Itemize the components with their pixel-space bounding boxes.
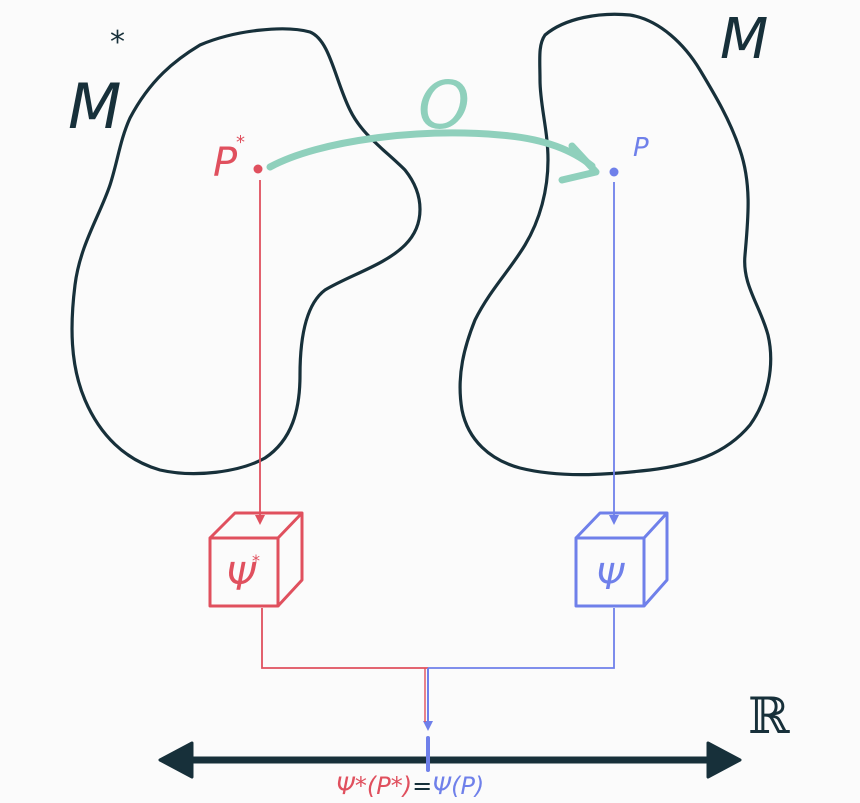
axis-label: ℝ xyxy=(748,687,790,745)
manifold-right-outline xyxy=(458,12,773,477)
box-left-label: Ψ xyxy=(226,555,257,599)
manifold-right-label: M xyxy=(720,7,768,72)
point-left-label: P xyxy=(213,140,238,186)
equation-equals: = xyxy=(412,772,432,800)
manifold-left-outline xyxy=(70,27,422,476)
map-arrow-shaft xyxy=(266,129,596,171)
equation: Ψ*(P*)=Ψ(P) xyxy=(336,772,484,800)
point-left-superscript: * xyxy=(236,132,245,153)
map-arrow-head xyxy=(558,142,600,184)
manifold-left-superscript: * xyxy=(110,25,125,60)
manifold-left-label: M xyxy=(68,70,122,143)
map-label: O xyxy=(418,67,470,144)
connector-left xyxy=(261,608,428,669)
point-right-dot xyxy=(609,167,619,177)
point-left-dot xyxy=(253,164,263,174)
equation-right: Ψ(P) xyxy=(432,772,484,800)
equation-left: Ψ*(P*) xyxy=(336,772,412,800)
box-left xyxy=(208,511,304,608)
connector-right xyxy=(428,608,615,669)
real-axis-arrow-left xyxy=(158,741,194,779)
box-left-superscript: * xyxy=(252,551,260,570)
box-right xyxy=(574,511,669,608)
box-right-label: Ψ xyxy=(596,557,625,598)
point-right-label: P xyxy=(633,133,649,163)
real-axis-arrow-right xyxy=(706,741,742,779)
